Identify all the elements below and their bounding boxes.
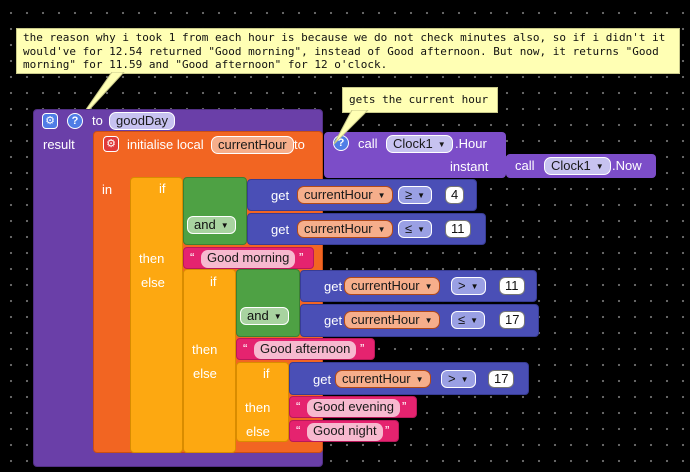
procedure-result-label: result (43, 137, 75, 152)
variable-dropdown[interactable]: currentHour▼ (297, 220, 393, 238)
then-label: then (192, 342, 218, 357)
variable-dropdown[interactable]: currentHour▼ (344, 277, 440, 295)
compare-operator-dropdown[interactable]: ≤▼ (451, 311, 486, 329)
procedure-name-field[interactable]: goodDay (109, 112, 176, 130)
clock-now-component-dropdown[interactable]: Clock1▼ (544, 157, 611, 175)
then-label: then (245, 400, 271, 415)
current-hour-comment[interactable]: gets the current hour (342, 87, 498, 113)
else-label: else (141, 275, 165, 290)
compare-block-2a[interactable]: get currentHour▼ >▼ 11 (300, 270, 537, 302)
instant-label: instant (450, 159, 489, 174)
if-block-2[interactable]: if then else (183, 269, 236, 453)
number-field[interactable]: 4 (445, 186, 465, 204)
get-label: get (324, 279, 343, 294)
compare-block-2b[interactable]: get currentHour▼ ≤▼ 17 (300, 304, 539, 337)
initialise-local-label: initialise local (127, 137, 204, 152)
text-value[interactable]: Good afternoon (254, 341, 357, 359)
if-block-1[interactable]: if then else (130, 177, 183, 453)
compare-block-3[interactable]: get currentHour▼ >▼ 17 (289, 362, 529, 395)
get-label: get (324, 313, 343, 328)
clock-hour-call-label: call (358, 136, 378, 151)
in-label: in (102, 182, 113, 197)
quote-close: ” (360, 341, 365, 356)
gear-icon[interactable]: ⚙ (103, 136, 119, 152)
number-field[interactable]: 17 (499, 311, 526, 329)
quote-open: “ (190, 250, 195, 265)
clock-now-call-block[interactable]: call Clock1▼ .Now (506, 154, 656, 178)
else-label: else (193, 366, 217, 381)
clock-now-call-label: call (515, 158, 535, 173)
get-label: get (313, 372, 332, 387)
compare-operator-dropdown[interactable]: >▼ (441, 370, 476, 388)
compare-operator-dropdown[interactable]: ≤▼ (398, 220, 433, 238)
text-block-good-morning[interactable]: “ Good morning ” (183, 247, 314, 269)
get-label: get (271, 222, 290, 237)
text-block-good-evening[interactable]: “ Good evening ” (289, 396, 417, 418)
local-variable-name[interactable]: currentHour (211, 136, 294, 154)
variable-dropdown[interactable]: currentHour▼ (297, 186, 393, 204)
clock-hour-method: .Hour (455, 136, 487, 151)
text-value[interactable]: Good evening (307, 399, 400, 417)
local-to-label: to (294, 137, 305, 152)
quote-close: ” (402, 399, 407, 414)
compare-block-1a[interactable]: get currentHour▼ ≥▼ 4 (247, 179, 477, 211)
and-block-2[interactable]: and▼ (236, 269, 300, 337)
procedure-to-label: to (92, 113, 103, 128)
and-block-1[interactable]: and▼ (183, 177, 247, 245)
else-label: else (246, 424, 270, 439)
text-value[interactable]: Good night (307, 423, 383, 441)
text-value[interactable]: Good morning (201, 250, 296, 268)
compare-operator-dropdown[interactable]: ≥▼ (398, 186, 433, 204)
get-label: get (271, 188, 290, 203)
quote-close: ” (299, 250, 304, 265)
clock-now-method: .Now (612, 158, 642, 173)
number-field[interactable]: 11 (445, 220, 471, 238)
if-label: if (263, 366, 270, 381)
quote-close: ” (385, 423, 390, 438)
if-label: if (159, 181, 166, 196)
hour-offset-comment[interactable]: the reason why i took 1 from each hour i… (16, 28, 680, 74)
variable-dropdown[interactable]: currentHour▼ (344, 311, 440, 329)
quote-open: “ (296, 399, 301, 414)
quote-open: “ (243, 341, 248, 356)
number-field[interactable]: 11 (499, 277, 525, 295)
help-icon[interactable]: ? (67, 113, 83, 129)
and-operator-dropdown[interactable]: and▼ (187, 216, 236, 234)
if-block-3[interactable]: if then else (236, 362, 289, 442)
then-label: then (139, 251, 165, 266)
gear-icon[interactable]: ⚙ (42, 113, 58, 129)
quote-open: “ (296, 423, 301, 438)
variable-dropdown[interactable]: currentHour▼ (335, 370, 431, 388)
text-block-good-afternoon[interactable]: “ Good afternoon ” (236, 338, 375, 360)
clock-hour-component-dropdown[interactable]: Clock1▼ (386, 135, 453, 153)
comment-pointer (333, 110, 369, 145)
number-field[interactable]: 17 (488, 370, 515, 388)
text-block-good-night[interactable]: “ Good night ” (289, 420, 399, 442)
compare-block-1b[interactable]: get currentHour▼ ≤▼ 11 (247, 213, 486, 245)
and-operator-dropdown[interactable]: and▼ (240, 307, 289, 325)
if-label: if (210, 274, 217, 289)
compare-operator-dropdown[interactable]: >▼ (451, 277, 486, 295)
